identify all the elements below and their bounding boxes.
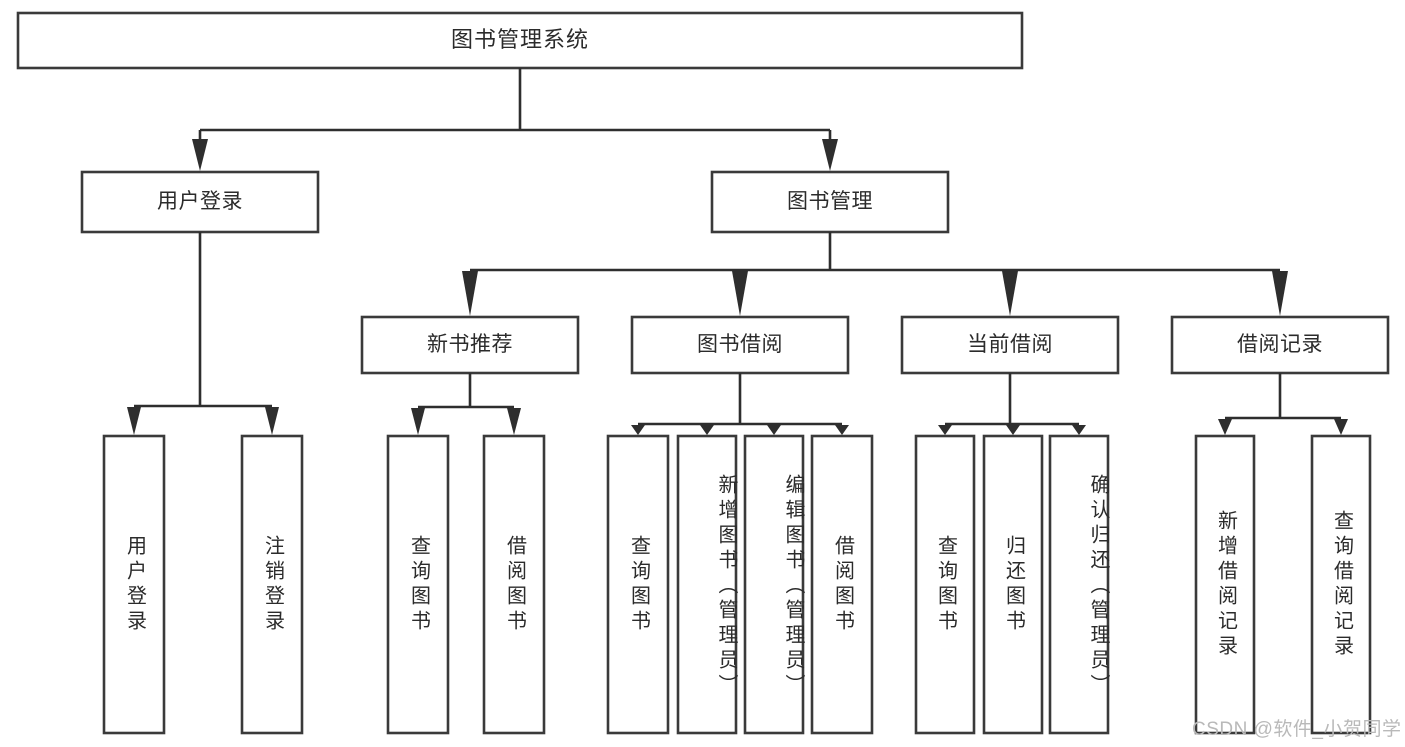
node-box-leaf-book-borrow-2[interactable] <box>743 434 805 735</box>
arrow-head-leaf-current-borrow-2 <box>1072 425 1086 435</box>
node-box-leaf-book-borrow-1[interactable] <box>676 434 738 735</box>
node-box-leaf-user-login-0[interactable] <box>102 434 166 735</box>
node-box-leaf-current-borrow-0[interactable] <box>914 434 976 735</box>
arrow-head-book-management <box>822 139 838 171</box>
arrow-head-current-borrow <box>1002 271 1018 316</box>
node-box-current-borrow[interactable] <box>900 315 1120 375</box>
node-box-book-management[interactable] <box>710 170 950 234</box>
node-box-leaf-new-book-0[interactable] <box>386 434 450 735</box>
arrow-head-leaf-book-borrow-3 <box>835 425 849 435</box>
node-box-leaf-borrow-record-1[interactable] <box>1310 434 1372 735</box>
arrow-head-leaf-book-borrow-2 <box>767 425 781 435</box>
arrow-head-leaf-new-book-0 <box>411 408 425 435</box>
arrow-head-leaf-borrow-record-1 <box>1334 419 1348 435</box>
csdn-watermark: CSDN @软件_小贺同学 <box>1192 719 1402 740</box>
node-box-leaf-borrow-record-0[interactable] <box>1194 434 1256 735</box>
node-box-leaf-current-borrow-1[interactable] <box>982 434 1044 735</box>
arrow-head-leaf-user-login-0 <box>127 407 141 435</box>
node-box-root[interactable] <box>16 11 1024 70</box>
node-box-leaf-current-borrow-2[interactable] <box>1048 434 1110 735</box>
node-box-leaf-book-borrow-3[interactable] <box>810 434 874 735</box>
arrow-head-leaf-book-borrow-0 <box>631 425 645 435</box>
node-box-new-book-recommend[interactable] <box>360 315 580 375</box>
node-box-leaf-new-book-1[interactable] <box>482 434 546 735</box>
node-box-leaf-user-login-1[interactable] <box>240 434 304 735</box>
arrow-head-new-book-recommend <box>462 271 478 316</box>
arrow-head-leaf-new-book-1 <box>507 408 521 435</box>
arrow-head-leaf-user-login-1 <box>265 407 279 435</box>
node-box-borrow-record[interactable] <box>1170 315 1390 375</box>
arrow-head-borrow-record <box>1272 271 1288 316</box>
arrow-head-leaf-current-borrow-0 <box>938 425 952 435</box>
arrow-head-book-borrow <box>732 271 748 316</box>
node-box-leaf-book-borrow-0[interactable] <box>606 434 670 735</box>
node-box-book-borrow[interactable] <box>630 315 850 375</box>
arrow-head-user-login <box>192 139 208 171</box>
arrow-head-leaf-current-borrow-1 <box>1006 425 1020 435</box>
arrow-head-leaf-borrow-record-0 <box>1218 419 1232 435</box>
arrow-head-leaf-book-borrow-1 <box>700 425 714 435</box>
node-box-user-login[interactable] <box>80 170 320 234</box>
